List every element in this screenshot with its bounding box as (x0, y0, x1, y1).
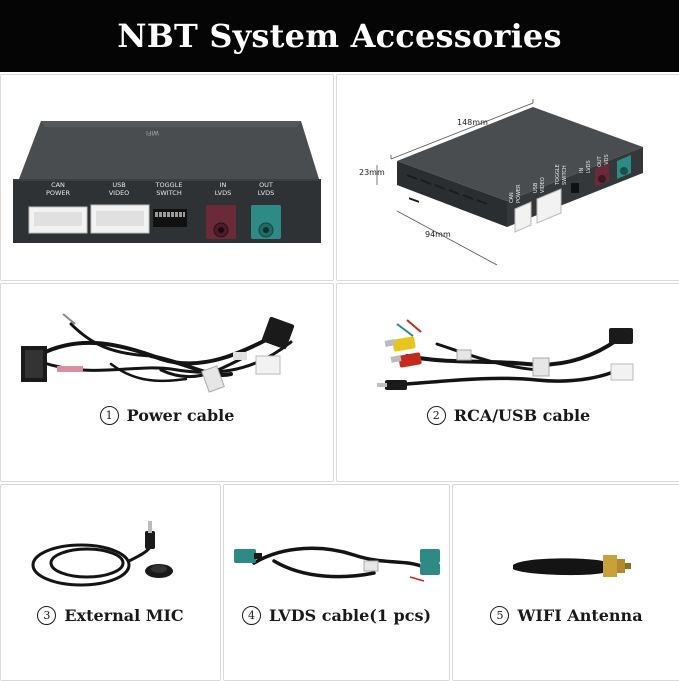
port-label-usb-1: USB (112, 181, 125, 189)
port-label-can-1: CAN (51, 181, 65, 189)
port-label-in-1: IN (220, 181, 227, 189)
dim-port-label-can-1: CAN (509, 192, 515, 203)
mic-plug (145, 521, 155, 549)
dimension-depth: 94mm (425, 230, 451, 239)
dimension-length: 148mm (457, 118, 488, 127)
dim-port-label-in-1: IN (579, 168, 585, 173)
panel-power-cable: 1 Power cable (0, 283, 334, 482)
lvds-connector-right (420, 549, 440, 575)
panel-device-front: WIFI CAN POWER USB VIDEO TOGGLE SWITCH I… (0, 74, 334, 281)
panel-device-dimensions: 148mm 23mm 94mm CAN POWER USB VIDEO TOGG… (336, 74, 679, 281)
item-label-1: Power cable (126, 406, 235, 425)
dim-port-label-usb-1: USB (533, 182, 539, 193)
lvds-in-connector (206, 205, 236, 239)
dim-port-label-out-1: OUT (597, 155, 603, 167)
device-front-illustration: WIFI CAN POWER USB VIDEO TOGGLE SWITCH I… (13, 121, 321, 243)
port-label-usb-2: VIDEO (109, 189, 130, 197)
panel-wifi-antenna: 5 WIFI Antenna (452, 484, 679, 681)
port-label-out-2: LVDS (258, 189, 275, 197)
port-label-toggle-1: TOGGLE (155, 181, 183, 189)
item-number-3: 3 (37, 606, 57, 625)
power-connector-right (261, 316, 295, 350)
item-label-2: RCA/USB cable (453, 406, 591, 425)
item-label-3: External MIC (64, 606, 184, 625)
dim-port-label-can-2: POWER (516, 184, 522, 203)
dimension-height: 23mm (359, 168, 385, 177)
can-power-connector (28, 206, 88, 234)
usb-connector (609, 328, 633, 344)
dim-port-label-in-2: LVDS (586, 160, 592, 173)
power-cable-illustration (21, 313, 295, 393)
wifi-antenna-illustration (513, 555, 631, 577)
panel-rca-usb-cable: 2 RCA/USB cable (336, 283, 679, 482)
audio-jack (377, 380, 407, 390)
panel-lvds-cable: 4 LVDS cable(1 pcs) (223, 484, 450, 681)
item-label-4: LVDS cable(1 pcs) (268, 606, 432, 625)
device-dimensions-illustration: 148mm 23mm 94mm CAN POWER USB VIDEO TOGG… (359, 99, 643, 266)
antenna-connector (603, 555, 631, 577)
caption-lvds-cable: 4 LVDS cable(1 pcs) (224, 606, 449, 625)
rca-white-connector (610, 363, 634, 381)
dim-port-label-toggle-2: SWITCH (562, 165, 568, 185)
page-title: NBT System Accessories (117, 17, 562, 55)
page-header: NBT System Accessories (0, 0, 679, 72)
lvds-cable-illustration (234, 546, 440, 582)
caption-external-mic: 3 External MIC (1, 606, 220, 625)
mic-head (145, 564, 173, 578)
lvds-connector-left (234, 549, 262, 563)
antenna-body (513, 558, 603, 576)
item-label-5: WIFI Antenna (517, 606, 643, 625)
dim-port-label-toggle-1: TOGGLE (555, 164, 561, 186)
caption-power-cable: 1 Power cable (1, 406, 333, 425)
rca-connector-yellow (384, 336, 416, 352)
device-top-label: WIFI (146, 129, 159, 136)
caption-wifi-antenna: 5 WIFI Antenna (453, 606, 679, 625)
item-number-5: 5 (490, 606, 510, 625)
toggle-switch (153, 209, 187, 227)
panel-external-mic: 3 External MIC (0, 484, 221, 681)
caption-rca-usb-cable: 2 RCA/USB cable (337, 406, 679, 425)
usb-video-connector (90, 204, 150, 234)
port-label-in-2: LVDS (215, 189, 232, 197)
rca-connector-red (390, 352, 422, 368)
power-connector-white (255, 355, 281, 375)
port-label-toggle-2: SWITCH (156, 189, 182, 197)
external-mic-illustration (31, 521, 173, 587)
lvds-out-connector (251, 205, 281, 239)
port-label-out-1: OUT (259, 181, 273, 189)
item-number-1: 1 (99, 406, 119, 425)
rca-usb-cable-illustration (377, 319, 634, 390)
item-number-4: 4 (241, 606, 261, 625)
dim-port-label-out-2: LVDS (604, 154, 610, 167)
item-number-2: 2 (426, 406, 446, 425)
dim-port-label-usb-2: VIDEO (540, 177, 546, 193)
port-label-can-2: POWER (46, 189, 71, 197)
